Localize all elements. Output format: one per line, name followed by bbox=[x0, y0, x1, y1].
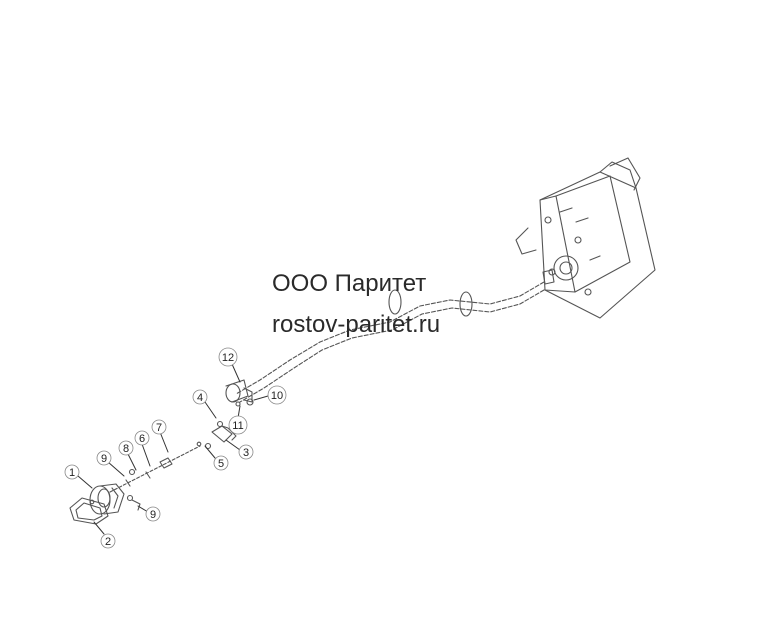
callout-12-label: 12 bbox=[222, 352, 234, 364]
callout-6: 6 bbox=[134, 430, 150, 446]
callout-7-label: 7 bbox=[156, 422, 162, 434]
callout-4: 4 bbox=[192, 389, 208, 405]
callout-1: 1 bbox=[64, 464, 80, 480]
part-callouts: 1 2 3 4 5 6 7 bbox=[64, 347, 287, 549]
callout-3-label: 3 bbox=[243, 447, 249, 459]
callout-3: 3 bbox=[238, 444, 254, 460]
callout-2: 2 bbox=[100, 533, 116, 549]
gasket bbox=[69, 497, 109, 525]
pump-housing bbox=[89, 483, 125, 515]
watermark-site: rostov-paritet.ru bbox=[272, 311, 441, 338]
callout-10: 10 bbox=[267, 385, 287, 405]
coolant-hose bbox=[235, 281, 545, 403]
callout-9-lower: 9 bbox=[145, 506, 161, 522]
callout-2-label: 2 bbox=[105, 536, 111, 548]
callout-12: 12 bbox=[218, 347, 238, 367]
hose-clamp-upper bbox=[388, 289, 473, 317]
callout-5-label: 5 bbox=[218, 458, 224, 470]
shaft-assembly bbox=[109, 445, 201, 511]
callout-11: 11 bbox=[228, 415, 248, 435]
callout-1-label: 1 bbox=[69, 467, 75, 479]
callout-6-label: 6 bbox=[139, 433, 145, 445]
heater-tank bbox=[515, 157, 656, 319]
callout-9-upper-label: 9 bbox=[101, 453, 107, 465]
callout-9-upper: 9 bbox=[96, 450, 112, 466]
callout-9-lower-label: 9 bbox=[150, 509, 156, 521]
callout-11-label: 11 bbox=[232, 420, 243, 432]
pipe-fitting bbox=[225, 379, 254, 407]
callout-7: 7 bbox=[151, 419, 167, 435]
callout-8-label: 8 bbox=[123, 443, 129, 455]
callout-10-label: 10 bbox=[271, 390, 283, 402]
watermark-company: ООО Паритет bbox=[272, 270, 427, 297]
callout-5: 5 bbox=[213, 455, 229, 471]
callout-4-label: 4 bbox=[197, 392, 203, 404]
callout-8: 8 bbox=[118, 440, 134, 456]
